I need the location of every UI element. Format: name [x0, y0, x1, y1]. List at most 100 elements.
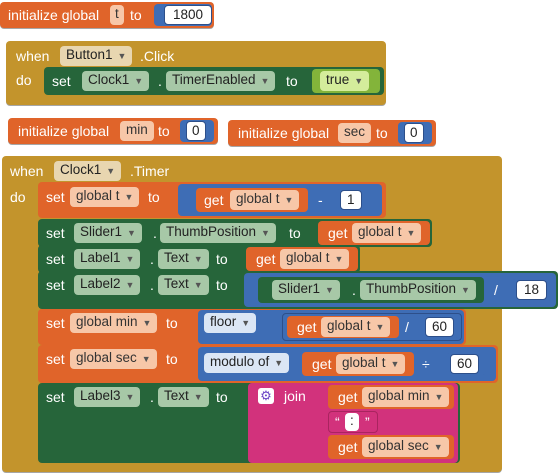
number-field[interactable]: 0	[404, 123, 424, 143]
to-label: to	[216, 389, 228, 405]
number-field[interactable]: 60	[450, 354, 480, 374]
number-block[interactable]: 60	[421, 316, 459, 338]
math-function-dropdown[interactable]: floor▼	[204, 313, 257, 333]
true-block[interactable]: true▼	[312, 69, 380, 93]
dot-label: .	[158, 73, 162, 89]
set-label: set	[46, 351, 65, 367]
property-dropdown[interactable]: TimerEnabled▼	[166, 71, 276, 91]
component-dropdown[interactable]: Slider1▼	[272, 280, 340, 300]
operator-label: /	[405, 319, 409, 335]
operator-label: -	[318, 192, 323, 208]
dot-label: .	[150, 389, 154, 405]
set-label3-block[interactable]: set Label3▼ . Text▼ to ⚙ join get global…	[38, 383, 460, 463]
divide-block[interactable]: Slider1▼ . ThumbPosition▼ / 18	[244, 273, 556, 307]
set-label: set	[52, 73, 71, 89]
set-slider-block[interactable]: set Slider1▼ . ThumbPosition▼ to get glo…	[38, 219, 432, 247]
text-string-block[interactable]: “ : ”	[328, 411, 378, 433]
get-label: get	[256, 251, 276, 267]
number-field[interactable]: 0	[186, 121, 206, 141]
init-label: initialize global	[8, 7, 100, 23]
subtract-block[interactable]: get global t▼ - 1	[178, 184, 382, 216]
to-label: to	[158, 123, 170, 139]
number-block[interactable]: 0	[180, 120, 214, 142]
get-block[interactable]: get global t▼	[287, 316, 399, 338]
do-label: do	[16, 72, 32, 88]
variable-dropdown[interactable]: global t▼	[336, 354, 406, 374]
component-dropdown[interactable]: Label2▼	[74, 275, 141, 295]
init-label: initialize global	[18, 123, 110, 139]
to-label: to	[286, 73, 298, 89]
init-global-t-block[interactable]: initialize global t to 1800	[0, 2, 214, 28]
number-field[interactable]: 1800	[164, 5, 213, 25]
boolean-dropdown[interactable]: true▼	[320, 71, 370, 91]
set-global-min-block[interactable]: set global min▼ to floor▼ get global t▼ …	[38, 309, 466, 345]
property-dropdown[interactable]: Text▼	[158, 275, 209, 295]
component-dropdown[interactable]: Slider1▼	[74, 223, 142, 243]
var-name-field[interactable]: t	[110, 5, 124, 25]
math-function-dropdown[interactable]: modulo of▼	[204, 353, 290, 373]
variable-dropdown[interactable]: global sec▼	[362, 437, 449, 457]
var-name-field[interactable]: sec	[338, 123, 372, 143]
modulo-block[interactable]: modulo of▼ get global t▼ ÷ 60	[198, 347, 496, 381]
number-block[interactable]: 1	[336, 189, 370, 211]
var-name-field[interactable]: min	[120, 121, 154, 141]
get-block[interactable]: get global sec▼	[328, 435, 454, 459]
property-dropdown[interactable]: Text▼	[158, 387, 209, 407]
dot-label: .	[352, 282, 356, 298]
component-dropdown[interactable]: Label1▼	[74, 249, 141, 269]
set-label: set	[46, 315, 65, 331]
set-clock-block[interactable]: set Clock1▼ . TimerEnabled▼ to true▼	[44, 67, 384, 95]
get-block[interactable]: get global t▼	[196, 188, 308, 212]
variable-dropdown[interactable]: global min▼	[70, 313, 158, 333]
get-label: get	[204, 192, 224, 208]
property-dropdown[interactable]: ThumbPosition▼	[160, 223, 276, 243]
number-block[interactable]: 1800	[154, 4, 213, 26]
operator-label: ÷	[422, 356, 430, 372]
variable-dropdown[interactable]: global t▼	[280, 249, 350, 269]
get-label: get	[312, 356, 332, 372]
property-dropdown[interactable]: Text▼	[158, 249, 209, 269]
number-block[interactable]: 0	[398, 122, 432, 144]
set-global-sec-block[interactable]: set global sec▼ to modulo of▼ get global…	[38, 345, 498, 383]
component-dropdown[interactable]: Clock1▼	[82, 71, 150, 91]
variable-dropdown[interactable]: global t▼	[352, 223, 422, 243]
init-global-sec-block[interactable]: initialize global sec to 0	[228, 120, 436, 146]
number-block[interactable]: 18	[512, 279, 552, 301]
slider-getter-block[interactable]: Slider1▼ . ThumbPosition▼	[258, 277, 484, 303]
init-global-min-block[interactable]: initialize global min to 0	[8, 118, 218, 144]
variable-dropdown[interactable]: global sec▼	[70, 349, 157, 369]
number-field[interactable]: 60	[425, 317, 455, 337]
variable-dropdown[interactable]: global min▼	[362, 387, 450, 407]
operator-label: /	[494, 282, 498, 298]
variable-dropdown[interactable]: global t▼	[230, 190, 300, 210]
component-dropdown[interactable]: Label3▼	[74, 387, 141, 407]
property-dropdown[interactable]: ThumbPosition▼	[360, 280, 476, 300]
join-block[interactable]: ⚙ join get global min▼ “ : ” get global …	[248, 383, 458, 463]
get-block[interactable]: get global min▼	[328, 385, 454, 409]
when-label: when	[16, 48, 50, 64]
number-field[interactable]: 1	[340, 190, 362, 210]
get-block[interactable]: get global t▼	[302, 352, 414, 376]
get-block[interactable]: get global t▼	[318, 221, 430, 245]
to-label: to	[376, 125, 388, 141]
divide-block[interactable]: get global t▼ / 60	[282, 313, 462, 341]
floor-block[interactable]: floor▼ get global t▼ / 60	[198, 310, 464, 344]
do-label: do	[10, 189, 26, 205]
gear-icon[interactable]: ⚙	[258, 388, 274, 404]
variable-dropdown[interactable]: global t▼	[70, 187, 140, 207]
set-global-t-block[interactable]: set global t▼ to get global t▼ - 1	[38, 182, 386, 218]
to-label: to	[216, 251, 228, 267]
number-block[interactable]: 60	[446, 353, 486, 375]
button-click-event-block[interactable]: when Button1▼ .Click do set Clock1▼ . Ti…	[6, 41, 386, 105]
set-label1-block[interactable]: set Label1▼ . Text▼ to get global t▼	[38, 245, 360, 273]
set-label2-block[interactable]: set Label2▼ . Text▼ to Slider1▼ . ThumbP…	[38, 271, 558, 309]
get-block[interactable]: get global t▼	[246, 247, 358, 271]
component-dropdown[interactable]: Clock1▼	[54, 161, 122, 181]
dot-label: .	[150, 251, 154, 267]
set-label: set	[46, 225, 65, 241]
component-dropdown[interactable]: Button1▼	[60, 46, 133, 66]
number-field[interactable]: 18	[516, 280, 548, 300]
string-field[interactable]: :	[345, 413, 359, 431]
variable-dropdown[interactable]: global t▼	[321, 317, 391, 337]
init-label: initialize global	[238, 125, 330, 141]
